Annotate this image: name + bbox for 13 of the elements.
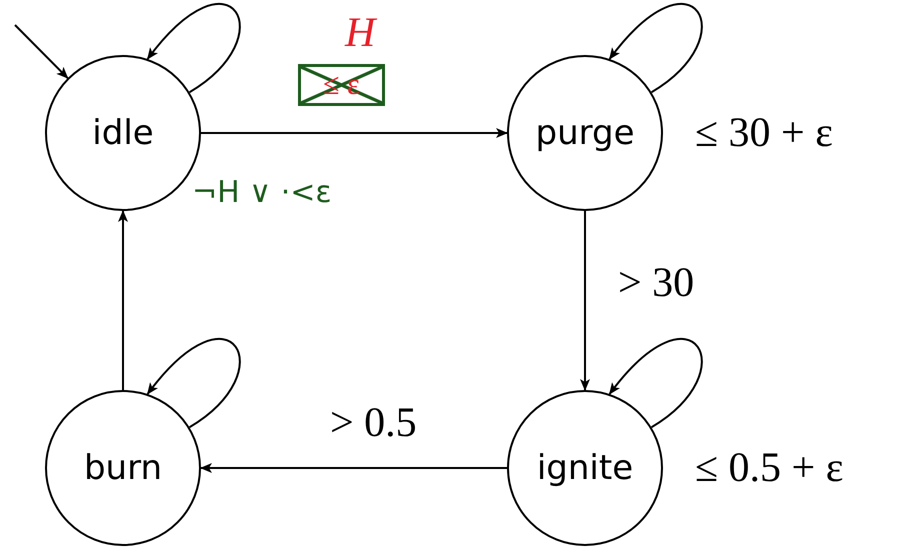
self-loop-arrow <box>146 338 240 428</box>
arrow <box>200 463 507 473</box>
arrow <box>580 211 590 391</box>
arrow <box>14 24 68 79</box>
self-loop-arrow <box>608 3 702 94</box>
state-name: burn <box>84 448 162 488</box>
arrow <box>118 210 128 390</box>
arrow <box>201 128 508 138</box>
state-name: purge <box>535 113 634 153</box>
self-loop-arrow <box>608 338 702 428</box>
state-name: idle <box>92 113 154 153</box>
self-loop-arrow <box>146 3 240 94</box>
state-name: ignite <box>536 448 634 488</box>
